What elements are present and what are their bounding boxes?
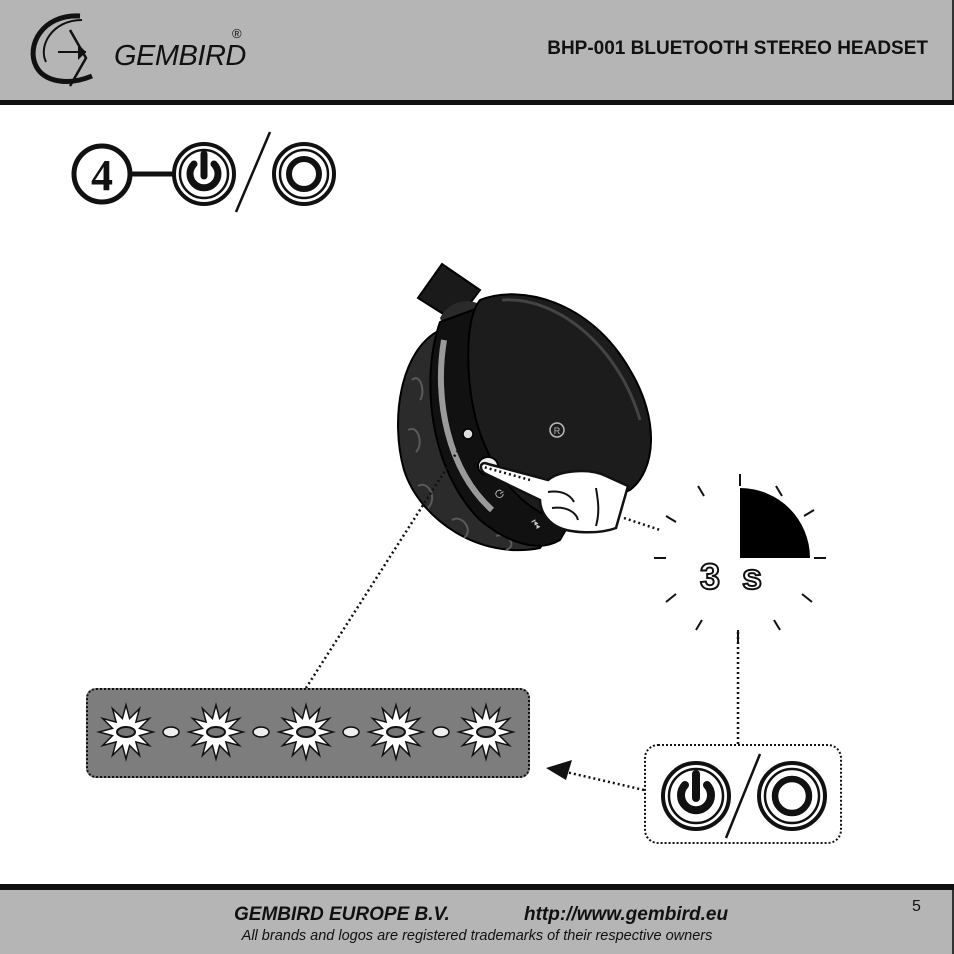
button-callout-line bbox=[479, 464, 531, 482]
power-off-icon bbox=[272, 142, 336, 206]
slash-divider bbox=[234, 131, 272, 213]
led-off-icon bbox=[162, 726, 180, 738]
trademark-note: All brands and logos are registered trad… bbox=[241, 928, 713, 944]
press-duration-label: 3 s bbox=[699, 555, 769, 598]
website-link[interactable]: http://www.gembird.eu bbox=[524, 904, 729, 925]
power-icons-box bbox=[644, 744, 842, 844]
footer-divider bbox=[0, 884, 954, 890]
led-flash-icon bbox=[96, 702, 156, 762]
result-arrowhead-icon bbox=[546, 760, 572, 780]
header-divider bbox=[0, 100, 954, 105]
led-flash-icon bbox=[276, 702, 336, 762]
gembird-logo: GEMBIRD ® bbox=[22, 6, 262, 94]
registered-mark: ® bbox=[232, 26, 242, 41]
led-flash-icon bbox=[186, 702, 246, 762]
led-flash-icon bbox=[366, 702, 426, 762]
page-footer: GEMBIRD EUROPE B.V. http://www.gembird.e… bbox=[0, 890, 954, 954]
led-off-icon bbox=[342, 726, 360, 738]
slash-divider bbox=[724, 753, 762, 839]
led-flash-panel bbox=[86, 688, 530, 778]
led-off-icon bbox=[432, 726, 450, 738]
led-off-icon bbox=[252, 726, 270, 738]
led-flash-icon bbox=[456, 702, 516, 762]
power-icon bbox=[172, 142, 236, 206]
timer-clock-icon bbox=[654, 474, 826, 642]
power-off-icon bbox=[757, 761, 827, 831]
pressing-hand-icon bbox=[479, 461, 630, 534]
brand-mark-icon bbox=[549, 422, 565, 438]
svg-text:R: R bbox=[554, 426, 561, 436]
step-indicator: 4 bbox=[70, 128, 340, 218]
document-title: BHP-001 BLUETOOTH STEREO HEADSET bbox=[547, 38, 928, 59]
result-arrow-line bbox=[565, 770, 645, 792]
step-number-badge: 4 bbox=[71, 143, 133, 205]
company-name: GEMBIRD EUROPE B.V. bbox=[234, 904, 450, 925]
logo-swoosh-icon bbox=[30, 13, 93, 87]
earcup-face: R bbox=[467, 293, 652, 522]
led-indicator-icon bbox=[462, 428, 474, 440]
power-icon bbox=[661, 761, 731, 831]
page-number: 5 bbox=[912, 898, 921, 915]
step-number: 4 bbox=[91, 151, 113, 200]
logo-wordmark: GEMBIRD bbox=[114, 40, 246, 72]
timer-callout-line bbox=[623, 516, 661, 532]
page-header: GEMBIRD ® BHP-001 BLUETOOTH STEREO HEADS… bbox=[0, 0, 954, 100]
